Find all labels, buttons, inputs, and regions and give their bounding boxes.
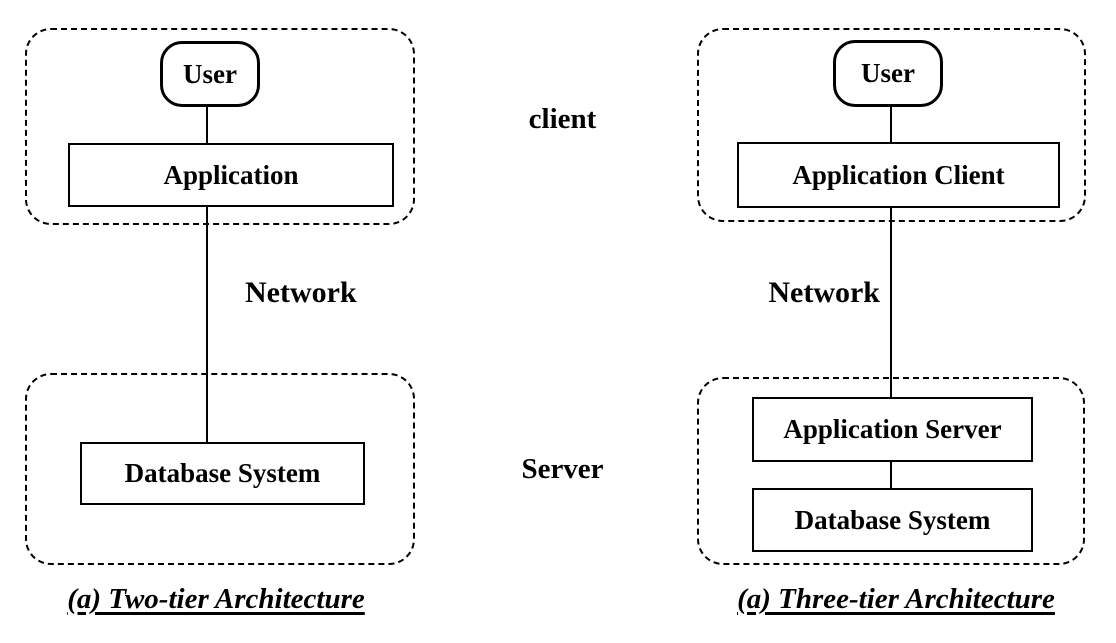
two-tier-user-app-connector [206,106,208,144]
two-tier-client-group [25,28,415,225]
two-tier-user-label: User [183,58,237,89]
three-tier-application-server-label: Application Server [783,414,1002,444]
two-tier-database-node: Database System [80,442,365,505]
three-tier-network-label: Network [768,276,880,309]
two-tier-user-node: User [160,41,260,107]
three-tier-caption: (a) Three-tier Architecture [737,583,1055,615]
two-tier-server-group [25,373,415,565]
three-tier-database-label: Database System [794,504,991,535]
three-tier-user-label: User [861,58,915,88]
two-tier-application-node: Application [68,143,394,207]
three-tier-server-group [697,377,1085,565]
two-tier-network-connector [206,206,208,443]
two-tier-application-label: Application [163,159,299,190]
two-tier-database-label: Database System [124,458,321,488]
three-tier-user-appclient-connector [890,106,892,143]
three-tier-application-client-node: Application Client [737,142,1060,208]
three-tier-network-connector [890,207,892,398]
three-tier-application-server-node: Application Server [752,397,1033,462]
client-tier-label: client [528,103,597,135]
three-tier-user-node: User [833,40,943,107]
three-tier-appserver-db-connector [890,461,892,489]
two-tier-caption: (a) Two-tier Architecture [67,583,365,615]
three-tier-database-node: Database System [752,488,1033,552]
server-tier-label: Server [521,453,604,485]
three-tier-application-client-label: Application Client [792,159,1005,190]
two-tier-network-label: Network [245,276,357,309]
